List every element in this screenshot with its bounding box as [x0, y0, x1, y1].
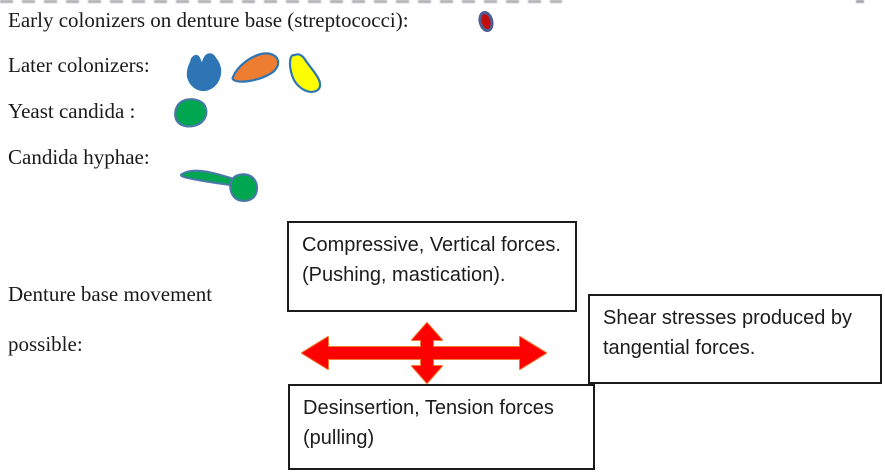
- page-edge-artifact: [0, 0, 562, 3]
- compressive-forces-line1: Compressive, Vertical forces.: [302, 234, 561, 256]
- shear-stresses-box: Shear stresses produced by tangential fo…: [588, 294, 882, 384]
- compressive-forces-box: Compressive, Vertical forces. (Pushing, …: [287, 221, 577, 312]
- desinsertion-forces-line2: (pulling): [303, 427, 375, 449]
- candida-hyphae-icon: [180, 169, 259, 202]
- label-yeast-candida: Yeast candida :: [8, 99, 136, 123]
- label-early-colonizers: Early colonizers on denture base (strept…: [8, 8, 409, 32]
- label-candida-hyphae: Candida hyphae:: [8, 145, 150, 169]
- shear-stresses-line2: tangential forces.: [603, 337, 756, 359]
- label-later-colonizers: Later colonizers:: [8, 53, 150, 77]
- desinsertion-forces-line1: Desinsertion, Tension forces: [303, 397, 554, 419]
- shear-stresses-line1: Shear stresses produced by: [603, 307, 853, 329]
- page-edge-artifact-dot: [856, 0, 864, 3]
- compressive-forces-line2: (Pushing, mastication).: [302, 264, 506, 286]
- later-colonizer-yellow-blob-icon: [288, 53, 322, 93]
- later-colonizer-blue-blob-icon: [186, 53, 222, 92]
- cross-double-arrow-icon: [301, 322, 547, 384]
- label-denture-movement-line2: possible:: [8, 332, 83, 356]
- later-colonizer-orange-blob-icon: [231, 52, 280, 83]
- desinsertion-forces-box: Desinsertion, Tension forces (pulling): [288, 384, 595, 470]
- streptococci-oval-icon: [478, 10, 494, 33]
- yeast-candida-blob-icon: [174, 98, 208, 128]
- label-denture-movement-line1: Denture base movement: [8, 282, 213, 306]
